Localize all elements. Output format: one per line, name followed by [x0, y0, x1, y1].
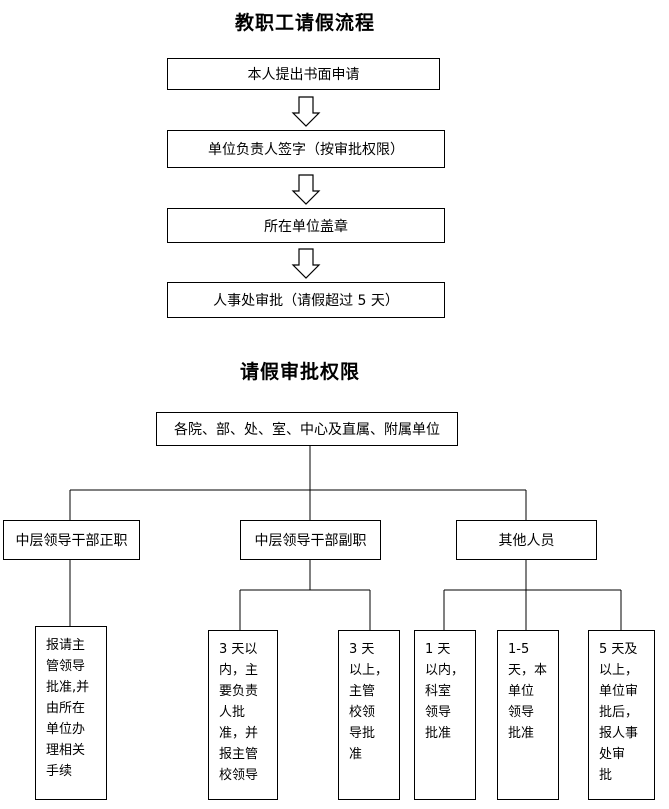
- down-arrow-icon: [291, 248, 321, 279]
- category-other: 其他人员: [456, 520, 597, 560]
- category-zhengzhi: 中层领导干部正职: [3, 520, 140, 560]
- rule-other-over-5-days: 5 天及 以上， 单位审 批后， 报人事 处审 批: [588, 630, 655, 800]
- rule-fuzhi-over-3-days: 3 天 以上， 主管 校领 导批 准: [338, 630, 400, 800]
- down-arrow-icon: [291, 174, 321, 205]
- flow-step-sign: 单位负责人签字（按审批权限）: [167, 130, 445, 168]
- rule-zhengzhi: 报请主 管领导 批准,并 由所在 单位办 理相关 手续: [35, 626, 107, 800]
- category-fuzhi: 中层领导干部副职: [240, 520, 381, 560]
- flow-title: 教职工请假流程: [234, 12, 375, 34]
- flow-step-apply: 本人提出书面申请: [167, 58, 440, 90]
- rule-fuzhi-within-3-days: 3 天以 内，主 要负责 人批 准，并 报主管 校领导: [208, 630, 278, 800]
- authority-title: 请假审批权限: [239, 361, 360, 383]
- down-arrow-icon: [291, 96, 321, 127]
- root-unit-box: 各院、部、处、室、中心及直属、附属单位: [156, 412, 458, 446]
- rule-other-within-1-day: 1 天 以内， 科室 领导 批准: [414, 630, 476, 800]
- flow-step-stamp: 所在单位盖章: [167, 208, 445, 243]
- flow-step-approve: 人事处审批（请假超过 5 天）: [167, 282, 445, 318]
- rule-other-1-5-days: 1-5 天，本 单位 领导 批准: [497, 630, 559, 800]
